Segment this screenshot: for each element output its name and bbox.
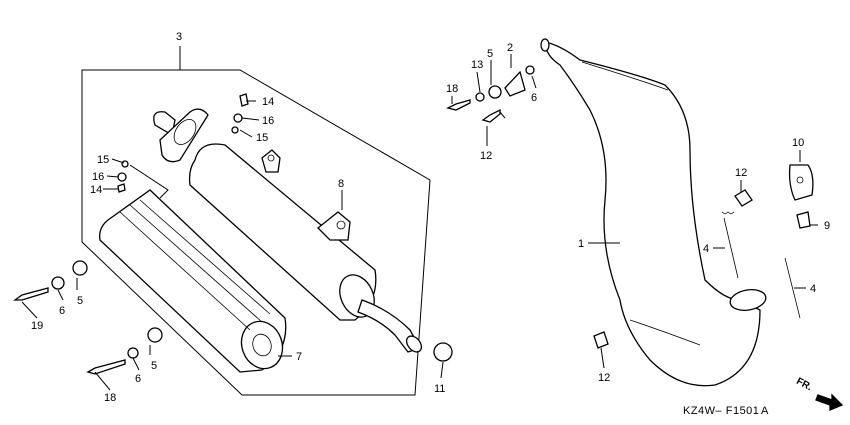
callout-15-lower: 15 — [97, 154, 109, 166]
callout-14-upper: 14 — [262, 96, 274, 108]
muffler-assembly-outline — [81, 46, 431, 396]
callout-4-right-spring: 4 — [810, 283, 816, 295]
callout-7: 7 — [296, 351, 302, 363]
callout-12-lower-pipe: 12 — [598, 372, 610, 384]
callout-13: 13 — [471, 59, 483, 71]
silencer-cover — [99, 189, 287, 373]
callout-8: 8 — [338, 178, 344, 190]
callout-12-pipe-mount: 12 — [480, 150, 492, 162]
callout-5-lower-left: 5 — [151, 360, 157, 372]
callout-6-upper-left: 6 — [59, 305, 65, 317]
callout-12-stay-bolt: 12 — [735, 167, 747, 179]
exhaust-pipe — [540, 38, 767, 387]
callout-1: 1 — [578, 238, 584, 250]
callout-19: 19 — [31, 320, 43, 332]
callout-9: 9 — [824, 220, 830, 232]
callout-labels: 1 2 3 4 4 5 5 5 6 6 6 7 8 9 10 11 12 12 … — [31, 31, 830, 404]
callout-5-upper-left: 5 — [77, 295, 83, 307]
muffler-stay — [788, 164, 814, 229]
muffler-body — [188, 143, 423, 353]
fasteners — [12, 65, 753, 375]
callout-14-lower: 14 — [90, 184, 102, 196]
callout-15-upper: 15 — [256, 132, 268, 144]
direction-label: FR. — [794, 376, 814, 393]
front-direction-arrow — [815, 393, 844, 411]
muffler-inlet-flange — [153, 108, 209, 163]
callout-10: 10 — [792, 137, 804, 149]
callout-6-lower-left: 6 — [135, 373, 141, 385]
callout-6-pipe-mount: 6 — [531, 92, 537, 104]
callout-18-lower-left: 18 — [104, 392, 116, 404]
diagram-code: KZ4W– F1501 — [683, 405, 759, 417]
callout-4-left-spring: 4 — [703, 243, 709, 255]
springs — [721, 211, 801, 319]
callout-16-upper: 16 — [262, 115, 274, 127]
callout-18-pipe-mount: 18 — [446, 83, 458, 95]
callout-11: 11 — [434, 383, 445, 395]
callout-5-pipe-mount: 5 — [487, 48, 493, 60]
callout-2: 2 — [507, 42, 513, 54]
callout-3: 3 — [176, 31, 182, 43]
diagram-code-suffix: A — [761, 405, 769, 417]
leader-lines — [21, 54, 818, 391]
callout-16-lower: 16 — [92, 171, 104, 183]
